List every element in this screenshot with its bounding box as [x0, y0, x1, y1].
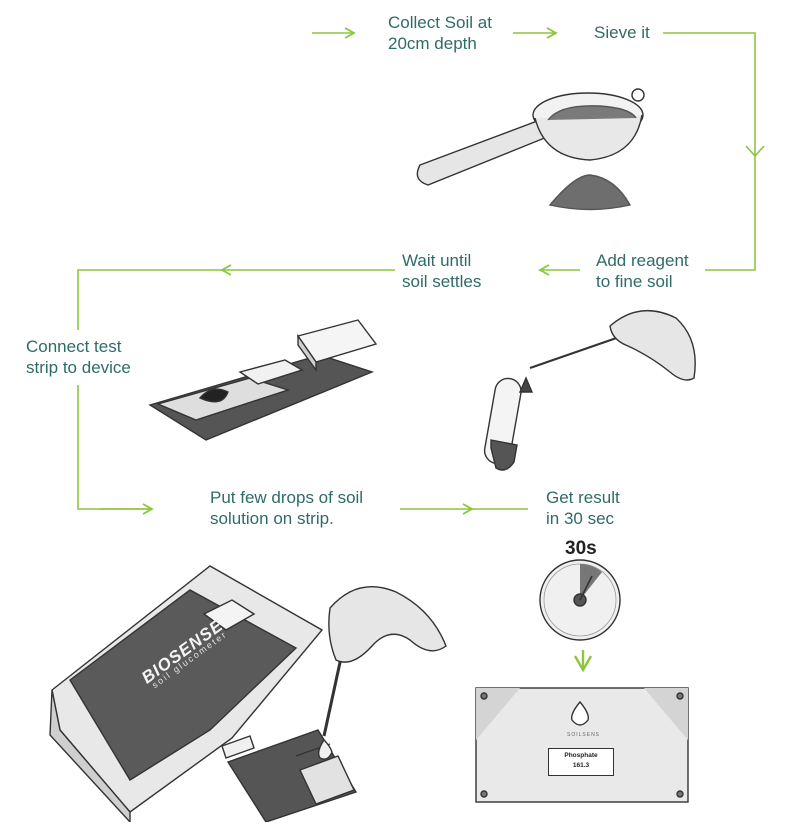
step-add-reagent-line-2: to fine soil [596, 271, 689, 292]
screw-tr [677, 693, 683, 699]
arrow-left-down [78, 270, 222, 330]
result-value: 161.3 [549, 761, 613, 771]
result-screen: Phosphate 161.3 [548, 748, 614, 776]
result-parameter: Phosphate [549, 751, 613, 761]
step-sieve-line-1: Sieve it [594, 22, 650, 43]
tube-liquid [491, 440, 517, 470]
result-device-brand: SOILSENS [567, 732, 600, 738]
step-put-drops: Put few drops of soil solution on strip. [210, 487, 363, 529]
step-wait-line-1: Wait until [402, 250, 481, 271]
step-put-drops-line-1: Put few drops of soil [210, 487, 363, 508]
reagent-drop [520, 378, 532, 392]
sieve-handle [417, 120, 552, 185]
timer-illustration [540, 560, 620, 640]
step-add-reagent: Add reagent to fine soil [596, 250, 689, 292]
step-put-drops-line-2: solution on strip. [210, 508, 363, 529]
screw-br [677, 791, 683, 797]
step-sieve: Sieve it [594, 22, 650, 43]
step-get-result-line-2: in 30 sec [546, 508, 620, 529]
sieve-bowl [535, 115, 642, 160]
arrow-down-to-reagent [705, 156, 755, 270]
step-collect-soil: Collect Soil at 20cm depth [388, 12, 492, 54]
arrow-sieve-down [663, 33, 755, 155]
step-get-result-line-1: Get result [546, 487, 620, 508]
reagent-illustration [483, 311, 696, 470]
gloved-hand-bottom [329, 587, 446, 662]
sieved-soil-pile [550, 175, 630, 210]
step-wait: Wait until soil settles [402, 250, 481, 292]
step-connect-line-1: Connect test [26, 336, 131, 357]
step-connect-strip: Connect test strip to device [26, 336, 131, 378]
gloved-hand-top [610, 311, 695, 380]
sieve-hook [632, 89, 644, 101]
sieve-illustration [417, 89, 644, 210]
result-device-illustration [476, 688, 688, 802]
pipette [530, 334, 628, 368]
strip-connector-illustration [150, 320, 376, 440]
step-connect-line-2: strip to device [26, 357, 131, 378]
step-wait-line-2: soil settles [402, 271, 481, 292]
step-add-reagent-line-1: Add reagent [596, 250, 689, 271]
step-collect-line-2: 20cm depth [388, 33, 492, 54]
step-get-result: Get result in 30 sec [546, 487, 620, 529]
step-collect-line-1: Collect Soil at [388, 12, 492, 33]
screw-bl [481, 791, 487, 797]
screw-tl [481, 693, 487, 699]
arrow-connect-down [78, 385, 150, 509]
timer-label: 30s [565, 538, 597, 560]
glucometer-illustration [0, 566, 446, 822]
